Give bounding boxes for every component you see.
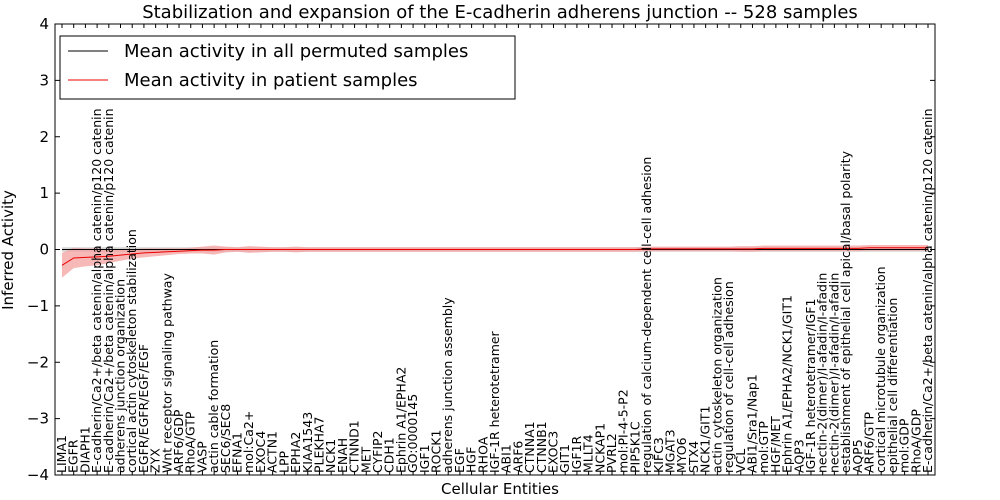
x-tick-label: epithelial cell differentiation (885, 298, 900, 473)
x-tick-label: E-cadherin/Ca2+/beta catenin/alpha caten… (920, 108, 935, 473)
x-tick-label: IGF1 (417, 444, 432, 473)
x-tick-label: regulation of calcium-dependent cell-cel… (639, 157, 654, 473)
x-tick-label: cortical actin cytoskeleton stabilizatio… (124, 229, 139, 473)
x-tick-label: ABI1 (499, 444, 514, 473)
x-tick-label: AQP3 (791, 439, 806, 473)
x-tick-label: ARF6/GDP (171, 409, 186, 473)
x-tick-label: KIAA1543 (300, 412, 315, 473)
x-tick-label: ROCK1 (428, 430, 443, 473)
x-tick-label: establishment of epithelial cell apical/… (838, 150, 853, 473)
x-tick-label: MLLT4 (581, 434, 596, 473)
x-tick-label: SEC6/SEC8 (218, 404, 233, 473)
series-lines (61, 247, 928, 266)
x-tick-label: MYO6 (674, 437, 689, 473)
x-tick-label: HGF (464, 447, 479, 473)
x-tick-label: EGFR/EGFR/EGF/EGF (136, 344, 151, 473)
x-tick-label: KIFC3 (651, 437, 666, 473)
x-tick-label: NCK1 (323, 439, 338, 473)
x-tick-label: mol:PI-4-5-P2 (616, 389, 631, 473)
x-tick-label: LPP (276, 450, 291, 473)
x-tick-label: EXOC4 (253, 431, 268, 473)
x-tick-label: CTNND1 (347, 420, 362, 473)
patient-mean-line (61, 247, 928, 266)
x-tick-label: GIT1 (557, 444, 572, 473)
x-tick-label: CYFIP2 (370, 430, 385, 473)
x-tick-label: EGFR (66, 439, 81, 473)
y-tick-label: −1 (27, 297, 49, 315)
x-tick-label: adherens junction organization (113, 279, 128, 473)
legend: Mean activity in all permuted samples Me… (59, 35, 516, 100)
x-tick-label: ACTN1 (265, 431, 280, 473)
x-tick-label: ABI1/Sra1/Nap1 (744, 374, 759, 473)
y-axis-ticks: −4 −3 −2 −1 0 1 2 3 4 (27, 15, 935, 484)
x-tick-label: CTNNA1 (522, 421, 537, 473)
y-tick-label: −3 (27, 410, 49, 428)
legend-label-patient: Mean activity in patient samples (124, 70, 418, 91)
x-tick-label: EGF (452, 448, 467, 473)
x-tick-label: actin cable formation (206, 340, 221, 473)
y-tick-label: 2 (39, 128, 49, 146)
x-tick-label: cortical microtubule organization (873, 266, 888, 473)
x-tick-label: mol:GDP (897, 418, 912, 473)
x-tick-label: RhoA/GDP (908, 409, 923, 473)
x-tick-label: adherens junction assembly (440, 297, 455, 473)
y-tick-label: 1 (39, 184, 49, 202)
y-tick-label: −4 (27, 466, 49, 484)
x-tick-label: ARF6 (510, 441, 525, 473)
legend-box (59, 35, 516, 100)
x-tick-label: E-cadherin/Ca2+/beta catenin/alpha caten… (89, 108, 104, 473)
x-tick-label: ARF6/GTP (861, 412, 876, 473)
x-tick-label: HGF/MET (768, 416, 783, 473)
x-tick-label: VASP (194, 441, 209, 473)
x-tick-label: mol:GTP (756, 421, 771, 473)
x-tick-label: RHOA (475, 436, 490, 473)
x-tick-label: EFNA1 (230, 432, 245, 473)
x-tick-label: GO:0000145 (405, 394, 420, 473)
x-tick-label: E-cadherin/Ca2+/beta catenin/alpha caten… (101, 108, 116, 473)
x-tick-label: DIAPH1 (77, 426, 92, 473)
x-tick-label: PIP5K1C (627, 421, 642, 473)
x-tick-label: Wnt receptor signaling pathway (159, 273, 174, 473)
x-tick-label: mol:Ca2+ (241, 411, 256, 473)
x-tick-label: Ephrin A1/EPHA2/NCK1/GIT1 (780, 295, 795, 473)
legend-label-permuted: Mean activity in all permuted samples (124, 41, 468, 62)
x-tick-label: VCL (733, 449, 748, 473)
x-tick-label: EPHA2 (288, 432, 303, 473)
x-tick-label: Ephrin A1/EPHA2 (393, 367, 408, 473)
x-tick-label: EXOC3 (546, 431, 561, 473)
y-tick-label: 3 (39, 71, 49, 89)
x-tick-label: actin cytoskeleton organization (709, 277, 724, 473)
x-tick-label: STX4 (686, 441, 701, 473)
x-tick-label: MET (358, 446, 373, 473)
x-tick-label: CDH1 (382, 437, 397, 473)
y-tick-label: 4 (39, 15, 49, 33)
x-tick-label: nectin-2(dimer)/I-afadin/I-afadin (815, 273, 830, 473)
x-tick-label: RhoA/GTP (183, 411, 198, 473)
y-axis-label: Inferred Activity (0, 190, 17, 310)
y-tick-label: 0 (39, 241, 49, 259)
x-tick-label: IGF1R (569, 435, 584, 473)
x-tick-label: LIMA1 (54, 435, 69, 473)
x-tick-label: nectin-2(dimer)/I-afadin/I-afadin (826, 273, 841, 473)
x-axis-label: Cellular Entities (441, 480, 559, 498)
chart-title: Stabilization and expansion of the E-cad… (142, 2, 858, 23)
x-tick-label: ZYX (148, 448, 163, 473)
x-tick-label: regulation of cell-cell adhesion (721, 281, 736, 473)
x-tick-label: PLEKHA7 (311, 416, 326, 473)
x-tick-label: CTNNB1 (534, 421, 549, 473)
x-tick-label: NCK1/GIT1 (698, 406, 713, 473)
x-tick-label: IGF-1R heterotetramer/IGF1 (803, 299, 818, 473)
x-tick-label: IGF-1R heterotetramer (487, 330, 502, 473)
x-tick-label: NCKAP1 (592, 423, 607, 473)
x-tick-label: ENAH (335, 438, 350, 473)
x-tick-label: AQP5 (850, 439, 865, 473)
x-tick-label: PVRL2 (604, 433, 619, 473)
x-tick-label: MGAT3 (663, 429, 678, 473)
y-tick-label: −2 (27, 353, 49, 371)
